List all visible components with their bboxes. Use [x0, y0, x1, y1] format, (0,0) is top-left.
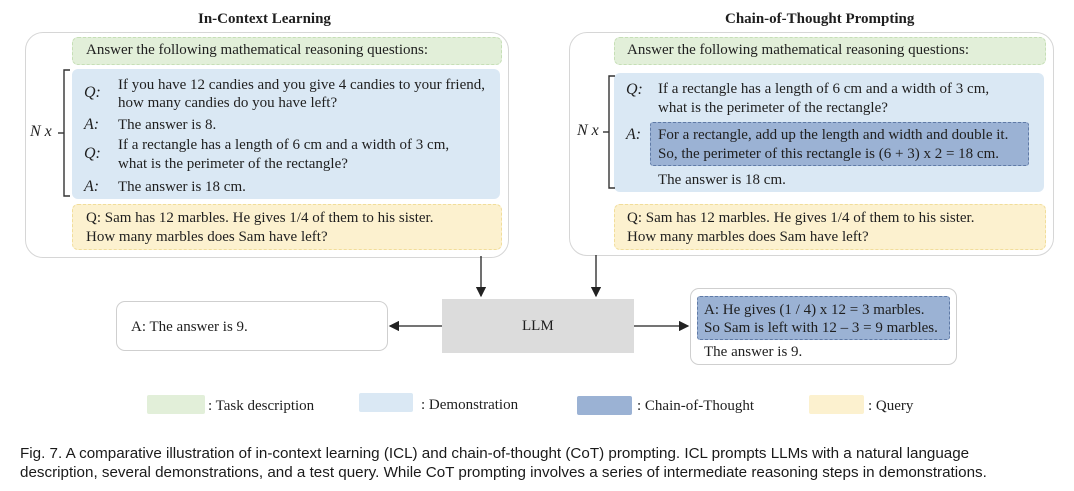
cot-output-reasoning-line2: So Sam is left with 12 – 3 = 9 marbles.: [704, 320, 938, 336]
legend-demonstration-swatch: [359, 393, 413, 412]
cot-nx-bracket: [603, 75, 615, 189]
icl-query-box: [72, 204, 502, 250]
cot-task-description-text: Answer the following mathematical reason…: [627, 42, 970, 58]
legend-task-label: : Task description: [208, 398, 315, 414]
icl-query-line1: Q: Sam has 12 marbles. He gives 1/4 of t…: [86, 210, 434, 226]
icl-title: In-Context Learning: [198, 11, 331, 27]
icl-demo1-question-line1: If you have 12 candies and you give 4 ca…: [118, 77, 485, 93]
legend-cot-label: : Chain-of-Thought: [637, 398, 755, 414]
legend-cot-swatch: [577, 396, 632, 415]
icl-task-description-text: Answer the following mathematical reason…: [86, 42, 429, 58]
cot-output-reasoning-box: [697, 296, 950, 340]
icl-demonstration-box: [72, 69, 500, 199]
llm-label: LLM: [522, 318, 554, 334]
icl-demo2-question-line2: what is the perimeter of the rectangle?: [118, 156, 348, 172]
icl-demo1-question-line2: how many candies do you have left?: [118, 95, 338, 111]
icl-demo1-answer: The answer is 8.: [118, 117, 217, 133]
cot-output-reasoning-line1: A: He gives (1 / 4) x 12 = 3 marbles.: [704, 302, 925, 318]
icl-task-description-box: [72, 37, 502, 65]
cot-nx-label: N x: [577, 122, 599, 139]
cot-demo-question-line2: what is the perimeter of the rectangle?: [658, 100, 888, 116]
icl-demo1-a-label: A:: [84, 116, 100, 133]
cot-demo-q-label: Q:: [626, 81, 643, 98]
cot-output-answer: The answer is 9.: [704, 344, 803, 360]
figure-caption-line2: description, several demonstrations, and…: [20, 464, 987, 481]
cot-demo-question-line1: If a rectangle has a length of 6 cm and …: [658, 81, 990, 97]
icl-nx-label: N x: [30, 123, 52, 140]
cot-title: Chain-of-Thought Prompting: [725, 11, 915, 27]
icl-demo2-a-label: A:: [84, 178, 100, 195]
icl-demo1-q-label: Q:: [84, 84, 101, 101]
legend-query-label: : Query: [868, 398, 914, 414]
icl-demo2-q-label: Q:: [84, 145, 101, 162]
icl-demo2-question-line1: If a rectangle has a length of 6 cm and …: [118, 137, 450, 153]
cot-query-box: [614, 204, 1046, 250]
legend-task-swatch: [147, 395, 205, 414]
legend-query-swatch: [809, 395, 864, 414]
icl-output-box: [116, 301, 388, 351]
cot-reasoning-line1: For a rectangle, add up the length and w…: [658, 127, 1009, 143]
cot-query-line2: How many marbles does Sam have left?: [627, 229, 869, 245]
icl-output-text: A: The answer is 9.: [131, 319, 248, 335]
icl-query-line2: How many marbles does Sam have left?: [86, 229, 328, 245]
cot-demo-answer: The answer is 18 cm.: [658, 172, 786, 188]
cot-task-description-box: [614, 37, 1046, 65]
cot-reasoning-box: [650, 122, 1029, 166]
legend-demonstration-label: : Demonstration: [421, 397, 519, 413]
llm-box: [442, 299, 634, 353]
icl-nx-bracket: [58, 69, 70, 197]
cot-query-line1: Q: Sam has 12 marbles. He gives 1/4 of t…: [627, 210, 975, 226]
cot-demo-a-label: A:: [626, 126, 642, 143]
icl-demo2-answer: The answer is 18 cm.: [118, 179, 246, 195]
cot-reasoning-line2: So, the perimeter of this rectangle is (…: [658, 146, 1000, 162]
figure-caption-line1: Fig. 7. A comparative illustration of in…: [20, 445, 970, 462]
